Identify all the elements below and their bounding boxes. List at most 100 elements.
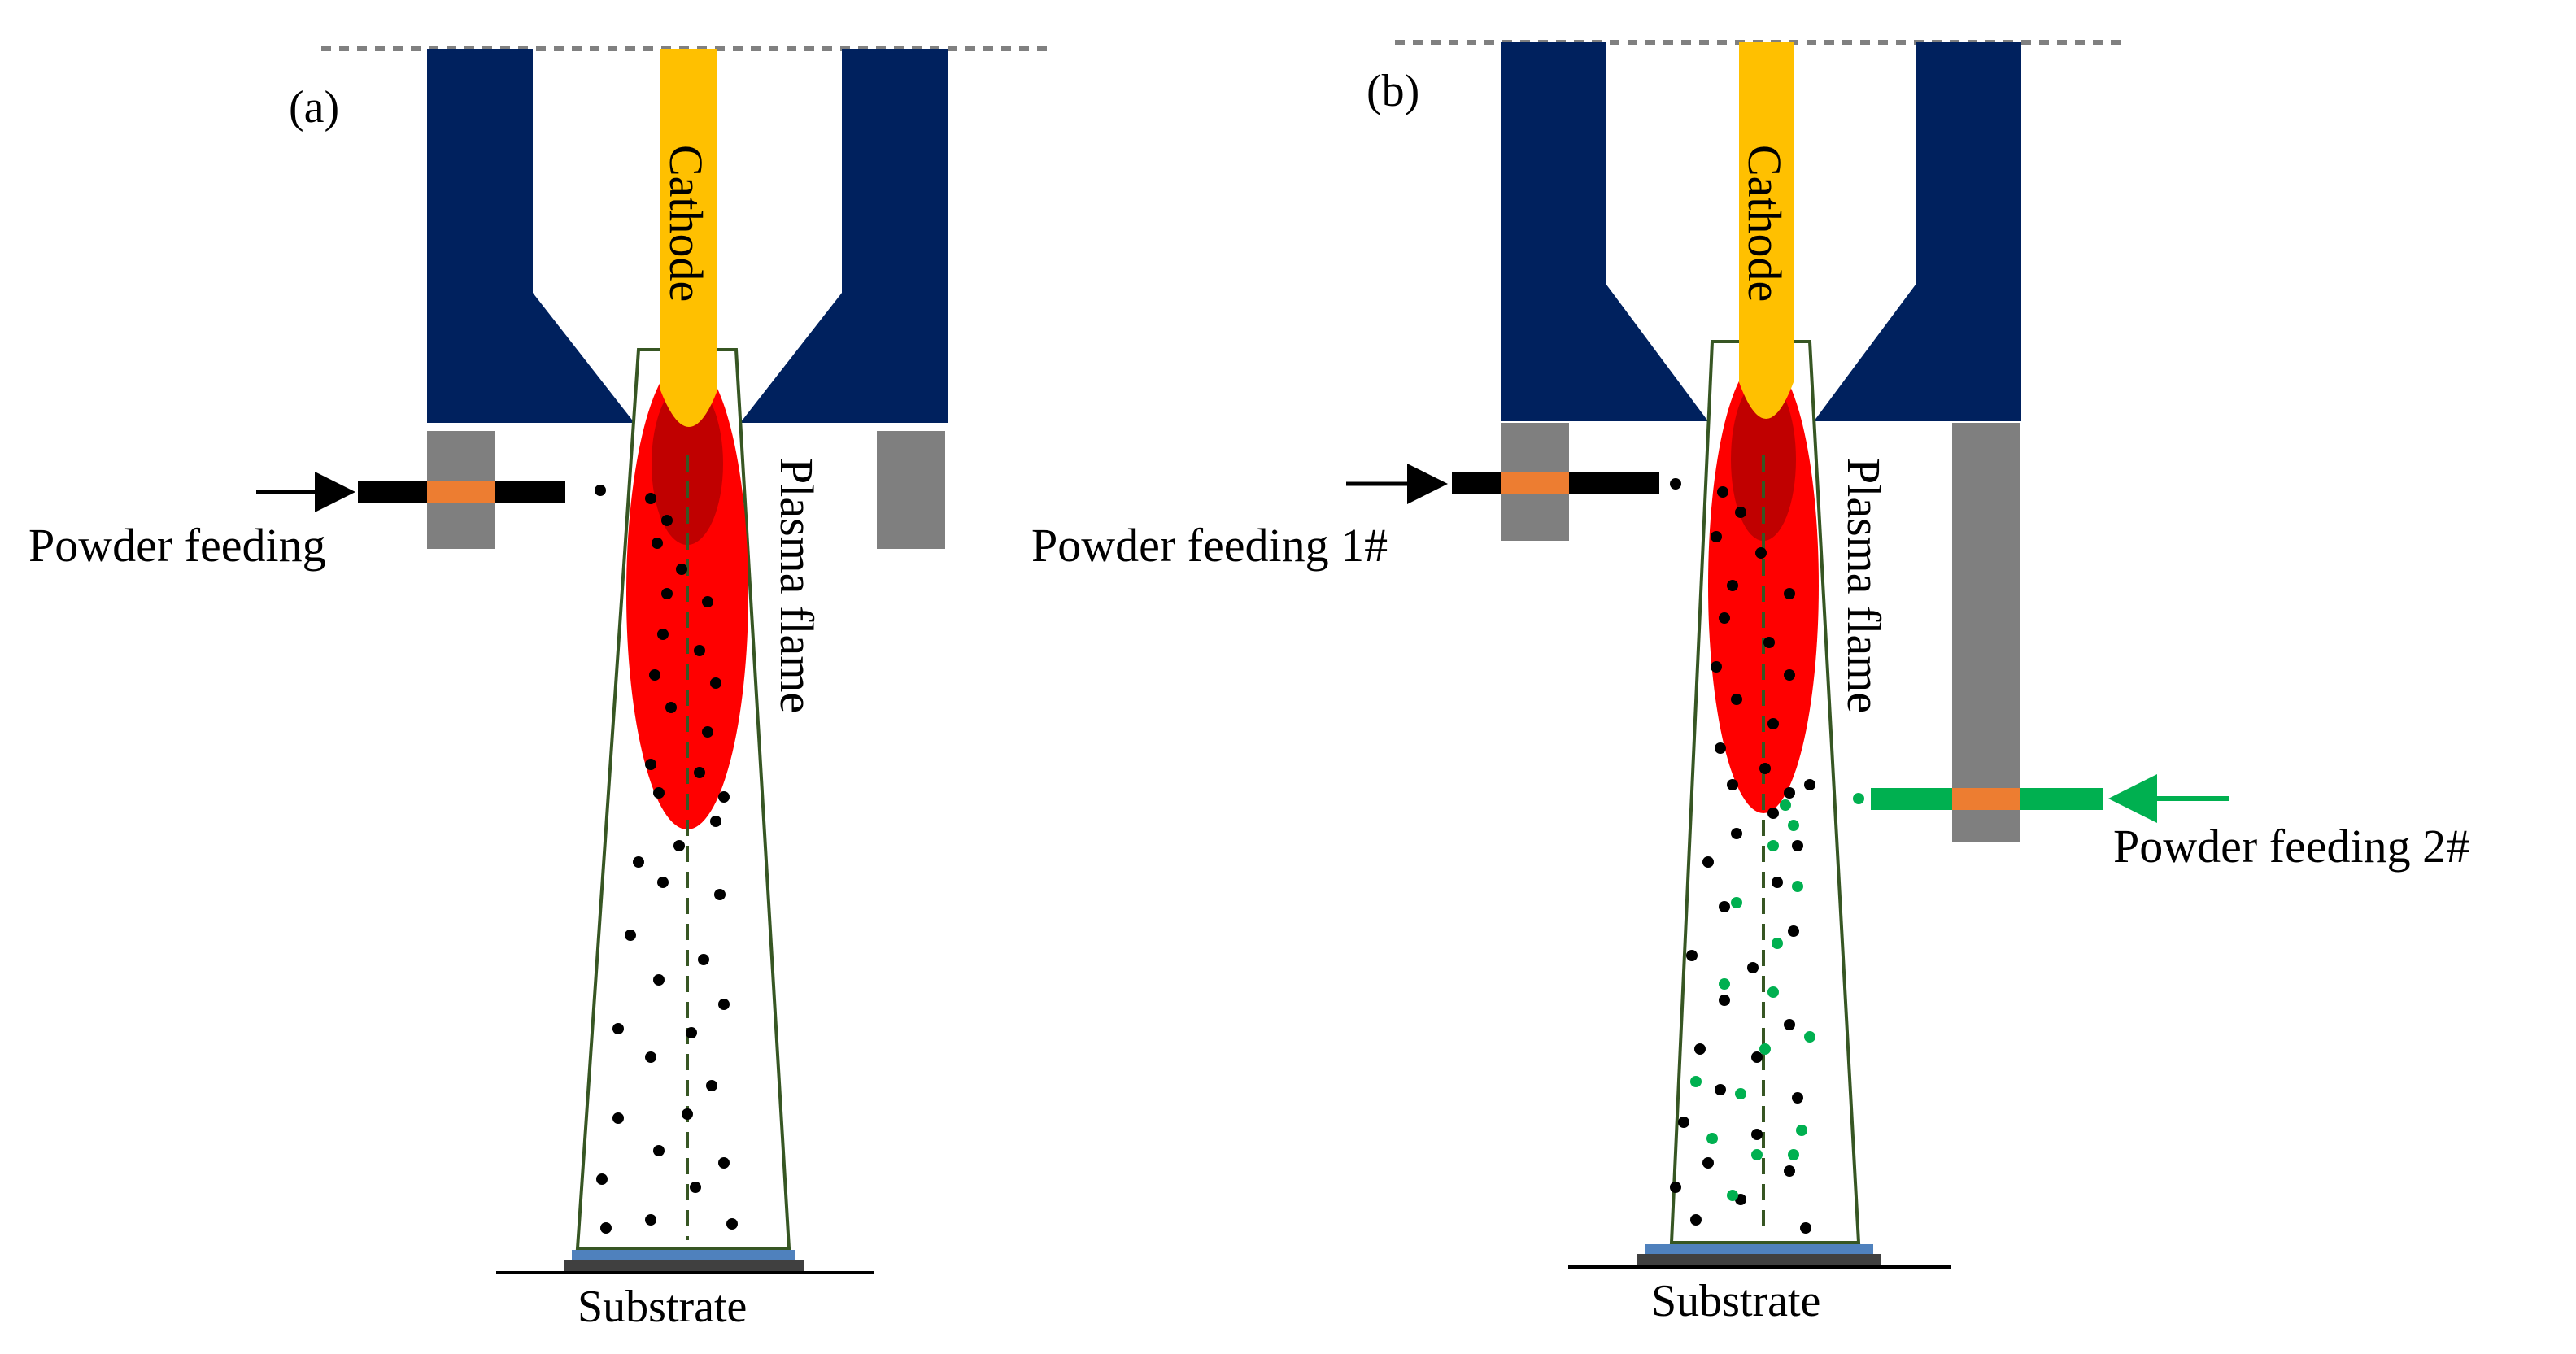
powder-particle — [1772, 938, 1783, 949]
powder-particle — [1751, 1129, 1763, 1140]
powder-feeder-band — [427, 481, 495, 503]
anode-left — [427, 49, 634, 423]
powder-particle — [633, 856, 644, 868]
powder-particle — [1727, 580, 1738, 591]
powder-particle — [1711, 531, 1722, 542]
cathode — [660, 49, 717, 427]
powder-feeding-label: Powder feeding — [28, 519, 326, 572]
powder-particle — [702, 726, 713, 738]
substrate-label: Substrate — [578, 1282, 747, 1332]
powder-particle — [625, 930, 636, 941]
powder-feeding-1-label: Powder feeding 1# — [1031, 519, 1388, 572]
powder-particle — [710, 816, 721, 827]
powder-particle — [1727, 779, 1738, 790]
powder-particle — [1780, 799, 1791, 811]
powder-particle — [714, 889, 726, 900]
powder-particles-green — [1690, 793, 1864, 1201]
powder-particle — [1853, 793, 1864, 804]
powder-particles-black — [1670, 478, 1815, 1234]
powder-particle — [710, 677, 721, 689]
powder-particle — [661, 515, 673, 526]
panel-label: (a) — [289, 82, 339, 133]
powder-particle — [1772, 877, 1783, 888]
powder-particle — [702, 596, 713, 607]
powder-particle — [1735, 1088, 1746, 1099]
powder-particle — [682, 1108, 693, 1120]
powder-particle — [653, 1145, 665, 1156]
powder-particle — [1731, 694, 1742, 705]
powder-particle — [1715, 1084, 1726, 1095]
powder-particle — [718, 1157, 730, 1169]
powder-particle — [694, 645, 705, 656]
powder-particle — [1747, 962, 1759, 973]
powder-particle — [1678, 1117, 1689, 1128]
powder-particle — [1690, 1214, 1702, 1226]
powder-particle — [1767, 808, 1779, 819]
panel-a: (a) Cathode Powder feeding Plasma flame … — [28, 46, 1053, 1332]
powder-particle — [1788, 820, 1799, 831]
powder-particle — [1731, 897, 1742, 908]
powder-particle — [1751, 1149, 1763, 1160]
substrate-base — [1637, 1254, 1881, 1265]
plasma-flame-label: Plasma flame — [1837, 458, 1890, 713]
substrate-top — [572, 1250, 795, 1260]
powder-particle — [1784, 669, 1795, 681]
powder-feeder-1-band — [1501, 472, 1569, 494]
powder-particle — [1759, 1043, 1771, 1055]
powder-particle — [1755, 547, 1767, 559]
powder-particle — [1767, 986, 1779, 998]
powder-particle — [652, 538, 663, 549]
powder-particle — [653, 974, 665, 986]
powder-particle — [1715, 742, 1726, 754]
powder-particle — [1702, 856, 1714, 868]
powder-particle — [1792, 1092, 1803, 1104]
powder-particle — [657, 629, 669, 640]
anode-left — [1501, 42, 1708, 421]
insulator-right-long — [1952, 423, 2020, 842]
powder-particle — [690, 1182, 701, 1193]
powder-particle — [1784, 1019, 1795, 1030]
powder-particle — [1763, 637, 1775, 648]
powder-particle — [1792, 840, 1803, 851]
powder-particle — [1670, 478, 1681, 490]
powder-particle — [1719, 978, 1730, 990]
powder-particle — [600, 1222, 612, 1234]
panel-b: (b) Cathode Powder feeding 1# Plasma fla… — [1031, 40, 2469, 1326]
panel-label: (b) — [1366, 66, 1419, 116]
powder-particle — [686, 1027, 697, 1038]
powder-particle — [1670, 1182, 1681, 1193]
powder-particle — [1767, 718, 1779, 729]
powder-particle — [726, 1218, 738, 1230]
substrate-base — [564, 1260, 804, 1271]
powder-particle — [1784, 787, 1795, 799]
cathode — [1739, 42, 1794, 419]
powder-particle — [661, 588, 673, 599]
powder-particle — [649, 669, 660, 681]
powder-particle — [1702, 1157, 1714, 1169]
powder-particle — [1784, 588, 1795, 599]
powder-particle — [1717, 486, 1728, 498]
powder-particle — [645, 759, 656, 770]
powder-particle — [1706, 1133, 1718, 1144]
cathode-label: Cathode — [1738, 145, 1791, 302]
powder-particle — [706, 1080, 717, 1091]
powder-feeding-2-label: Powder feeding 2# — [2113, 820, 2469, 873]
powder-particle — [1784, 1165, 1795, 1177]
powder-particle — [612, 1023, 624, 1034]
powder-particle — [1719, 612, 1730, 624]
powder-feeder-2-band — [1952, 788, 2020, 810]
powder-particle — [1735, 507, 1746, 518]
powder-particles — [595, 485, 738, 1234]
powder-particle — [596, 1173, 608, 1185]
powder-particle — [1694, 1043, 1706, 1055]
powder-particle — [1796, 1125, 1807, 1136]
substrate-label: Substrate — [1651, 1276, 1820, 1326]
powder-particle — [645, 1214, 656, 1226]
powder-particle — [1800, 1222, 1811, 1234]
cathode-label: Cathode — [660, 145, 713, 302]
powder-particle — [1711, 661, 1722, 673]
powder-particle — [645, 493, 656, 504]
powder-particle — [1751, 1051, 1763, 1063]
powder-particle — [665, 702, 677, 713]
